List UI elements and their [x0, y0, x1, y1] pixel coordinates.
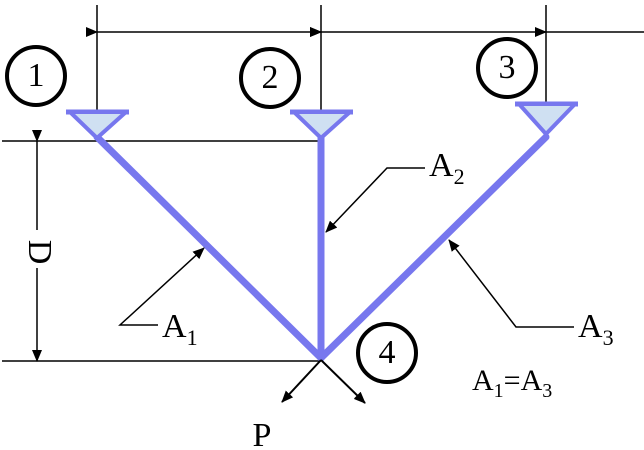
member-labels: A1 A2 A3 [118, 147, 614, 350]
support-2 [292, 110, 352, 140]
node-markers: 1 2 3 4 [5, 37, 538, 384]
node-4: 4 [356, 322, 418, 384]
member-3 [317, 133, 550, 362]
top-dimension [86, 5, 644, 112]
truss-members [93, 133, 550, 362]
supports [66, 101, 578, 140]
member-3-leader [448, 239, 574, 328]
member-2-label: A2 [429, 147, 465, 189]
support-1 [68, 110, 128, 140]
node-4-label: 4 [379, 334, 396, 371]
load-arrow-right [320, 359, 366, 404]
node-2: 2 [239, 47, 301, 109]
node-3: 3 [476, 37, 538, 99]
node-3-label: 3 [499, 49, 516, 86]
node-1: 1 [5, 45, 67, 107]
support-3 [517, 102, 577, 136]
member-2-leader [325, 167, 425, 233]
dimension-label: D [21, 240, 58, 265]
member-3-label: A3 [578, 308, 614, 350]
vertical-dimension: D [2, 130, 321, 362]
member-1-label: A1 [162, 308, 198, 350]
member-1-leader [118, 247, 205, 326]
load-arrow-left [281, 359, 322, 403]
area-equality: A1=A3 [472, 364, 552, 402]
dimension-label-background [22, 230, 52, 268]
load-arrows [281, 359, 366, 404]
node-1-label: 1 [28, 57, 45, 94]
load-label: P [253, 417, 272, 450]
node-2-label: 2 [262, 59, 279, 96]
member-1 [93, 133, 325, 362]
